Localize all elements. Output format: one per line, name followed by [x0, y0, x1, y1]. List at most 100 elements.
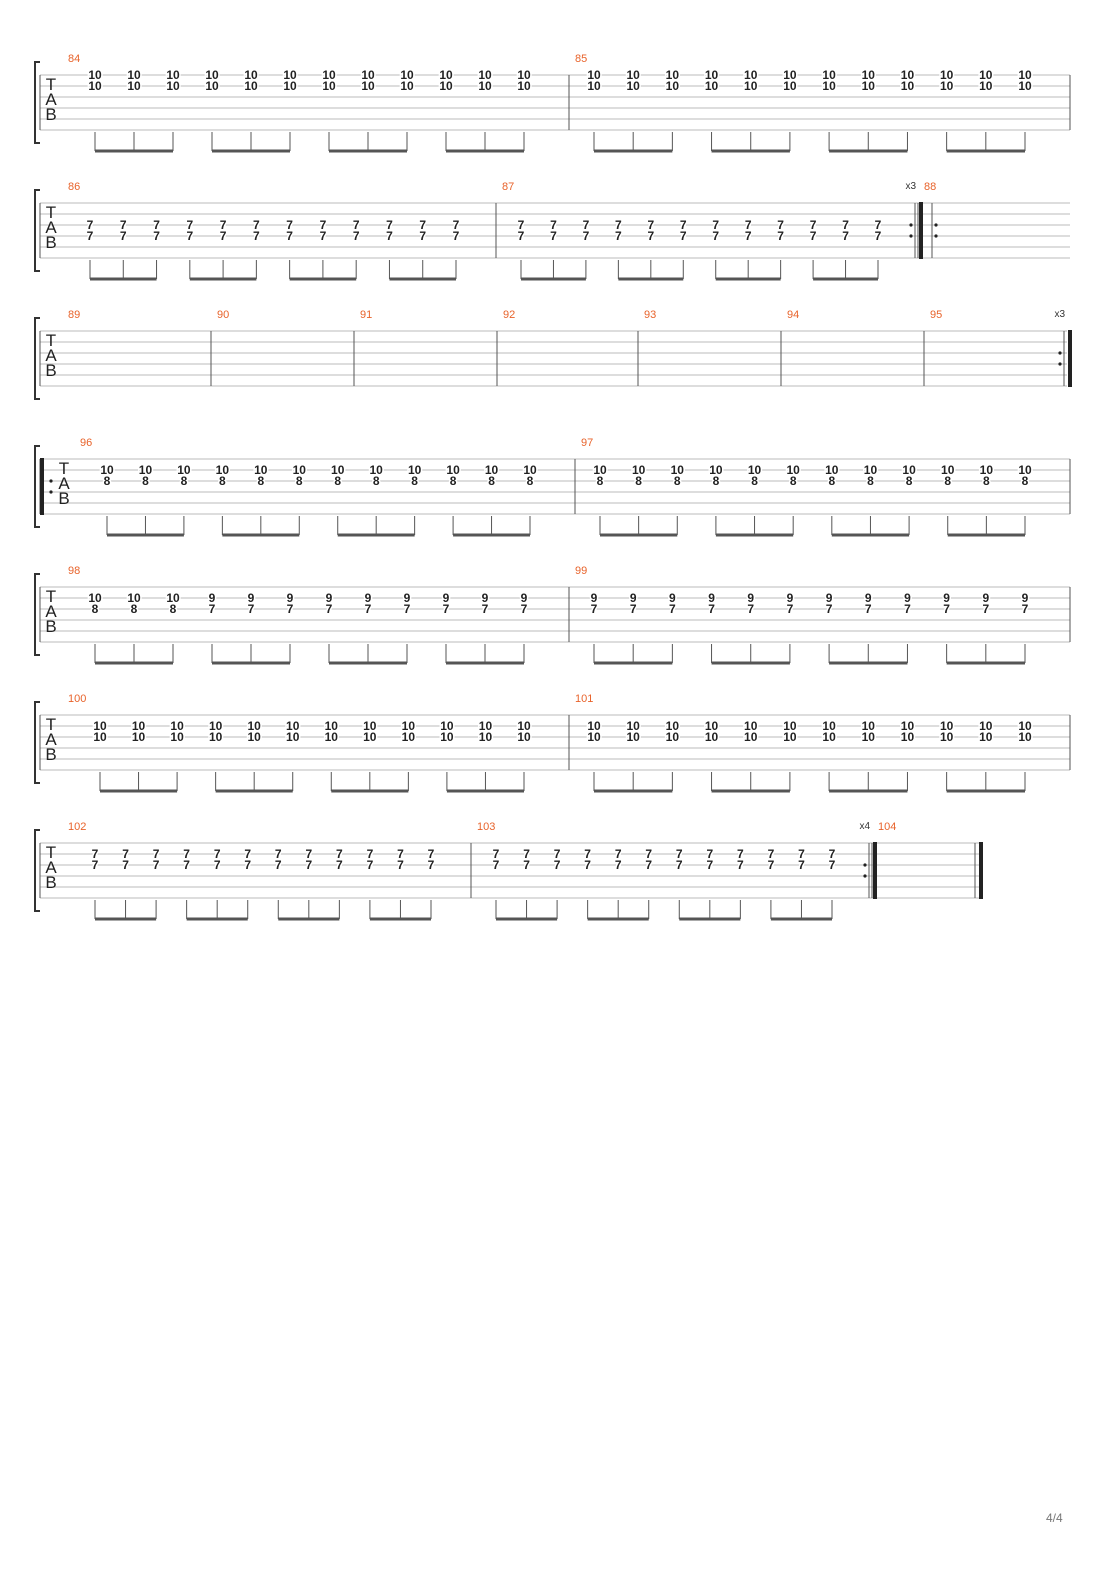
fret-number: 7 [647, 218, 654, 232]
fret-number: 7 [87, 229, 94, 243]
fret-number: 10 [244, 79, 258, 93]
repeat-start-bar [40, 458, 44, 515]
measure-number: 95 [930, 309, 942, 321]
tab-system: TAB1027777777777777777777777771037777777… [34, 821, 983, 921]
fret-number: 7 [482, 602, 489, 616]
fret-number: 9 [787, 591, 794, 605]
fret-number: 10 [325, 719, 339, 733]
fret-number: 9 [287, 591, 294, 605]
tab-clef-letter: T [46, 587, 56, 606]
fret-number: 10 [1018, 463, 1032, 477]
fret-number: 7 [493, 858, 500, 872]
fret-number: 7 [768, 847, 775, 861]
fret-number: 7 [712, 229, 719, 243]
fret-number: 10 [283, 68, 297, 82]
fret-number: 8 [488, 474, 495, 488]
fret-number: 10 [132, 719, 146, 733]
fret-number: 9 [404, 591, 411, 605]
fret-number: 7 [320, 218, 327, 232]
fret-number: 9 [943, 591, 950, 605]
system-bracket [34, 189, 40, 272]
fret-number: 7 [523, 858, 530, 872]
fret-number: 7 [777, 229, 784, 243]
fret-number: 7 [798, 847, 805, 861]
system-bracket [34, 701, 40, 784]
fret-number: 10 [402, 719, 416, 733]
tab-clef-letter: A [45, 730, 57, 749]
system-bracket [34, 317, 40, 400]
fret-number: 7 [286, 218, 293, 232]
measure-number: 97 [581, 437, 593, 449]
fret-number: 10 [979, 68, 993, 82]
fret-number: 7 [708, 602, 715, 616]
measure-number: 88 [924, 181, 936, 193]
fret-number: 7 [737, 858, 744, 872]
fret-number: 10 [627, 68, 641, 82]
tab-clef-letter: A [45, 346, 57, 365]
fret-number: 10 [901, 79, 915, 93]
fret-number: 10 [705, 730, 719, 744]
fret-number: 7 [521, 602, 528, 616]
tab-system: TAB9610810810810810810810810810810810810… [34, 437, 1071, 537]
fret-number: 7 [583, 229, 590, 243]
fret-number: 10 [286, 730, 300, 744]
fret-number: 10 [940, 68, 954, 82]
fret-number: 7 [842, 229, 849, 243]
fret-number: 7 [428, 847, 435, 861]
fret-number: 7 [367, 847, 374, 861]
fret-number: 10 [93, 719, 107, 733]
measure: 1011010101010101010101010101010101010101… [575, 693, 1071, 793]
fret-number: 7 [768, 858, 775, 872]
fret-number: 10 [370, 463, 384, 477]
fret-number: 7 [87, 218, 94, 232]
fret-number: 10 [523, 463, 537, 477]
fret-number: 10 [1018, 79, 1032, 93]
fret-number: 10 [666, 719, 680, 733]
fret-number: 7 [518, 218, 525, 232]
fret-number: 7 [336, 858, 343, 872]
fret-number: 7 [787, 602, 794, 616]
repeat-count: x4 [859, 821, 870, 832]
fret-number: 9 [482, 591, 489, 605]
fret-number: 7 [630, 602, 637, 616]
fret-number: 10 [1018, 68, 1032, 82]
fret-number: 9 [747, 591, 754, 605]
fret-number: 7 [92, 858, 99, 872]
fret-number: 7 [680, 229, 687, 243]
repeat-dot [49, 490, 53, 494]
fret-number: 7 [680, 218, 687, 232]
fret-number: 10 [166, 591, 180, 605]
fret-number: 7 [943, 602, 950, 616]
fret-number: 10 [901, 730, 915, 744]
tab-clef-letter: T [46, 843, 56, 862]
fret-number: 10 [822, 79, 836, 93]
fret-number: 8 [373, 474, 380, 488]
fret-number: 10 [901, 68, 915, 82]
fret-number: 7 [186, 218, 193, 232]
fret-number: 10 [783, 68, 797, 82]
tab-clef-letter: B [45, 745, 56, 764]
tab-clef-letter: A [45, 858, 57, 877]
fret-number: 7 [183, 858, 190, 872]
tab-clef-letter: A [45, 602, 57, 621]
fret-number: 8 [983, 474, 990, 488]
fret-number: 10 [485, 463, 499, 477]
fret-number: 10 [593, 463, 607, 477]
tab-system: TAB9810810810897979797979797979799979797… [34, 565, 1071, 665]
fret-number: 10 [325, 730, 339, 744]
fret-number: 9 [669, 591, 676, 605]
fret-number: 10 [283, 79, 297, 93]
fret-number: 10 [632, 463, 646, 477]
measure: 8410101010101010101010101010101010101010… [68, 53, 570, 153]
fret-number: 10 [783, 730, 797, 744]
fret-number: 7 [798, 858, 805, 872]
system-bracket [34, 61, 40, 144]
fret-number: 7 [353, 229, 360, 243]
fret-number: 10 [822, 68, 836, 82]
tab-clef-letter: B [45, 361, 56, 380]
fret-number: 10 [825, 463, 839, 477]
system-bracket [34, 445, 40, 528]
fret-number: 9 [865, 591, 872, 605]
fret-number: 10 [517, 79, 531, 93]
